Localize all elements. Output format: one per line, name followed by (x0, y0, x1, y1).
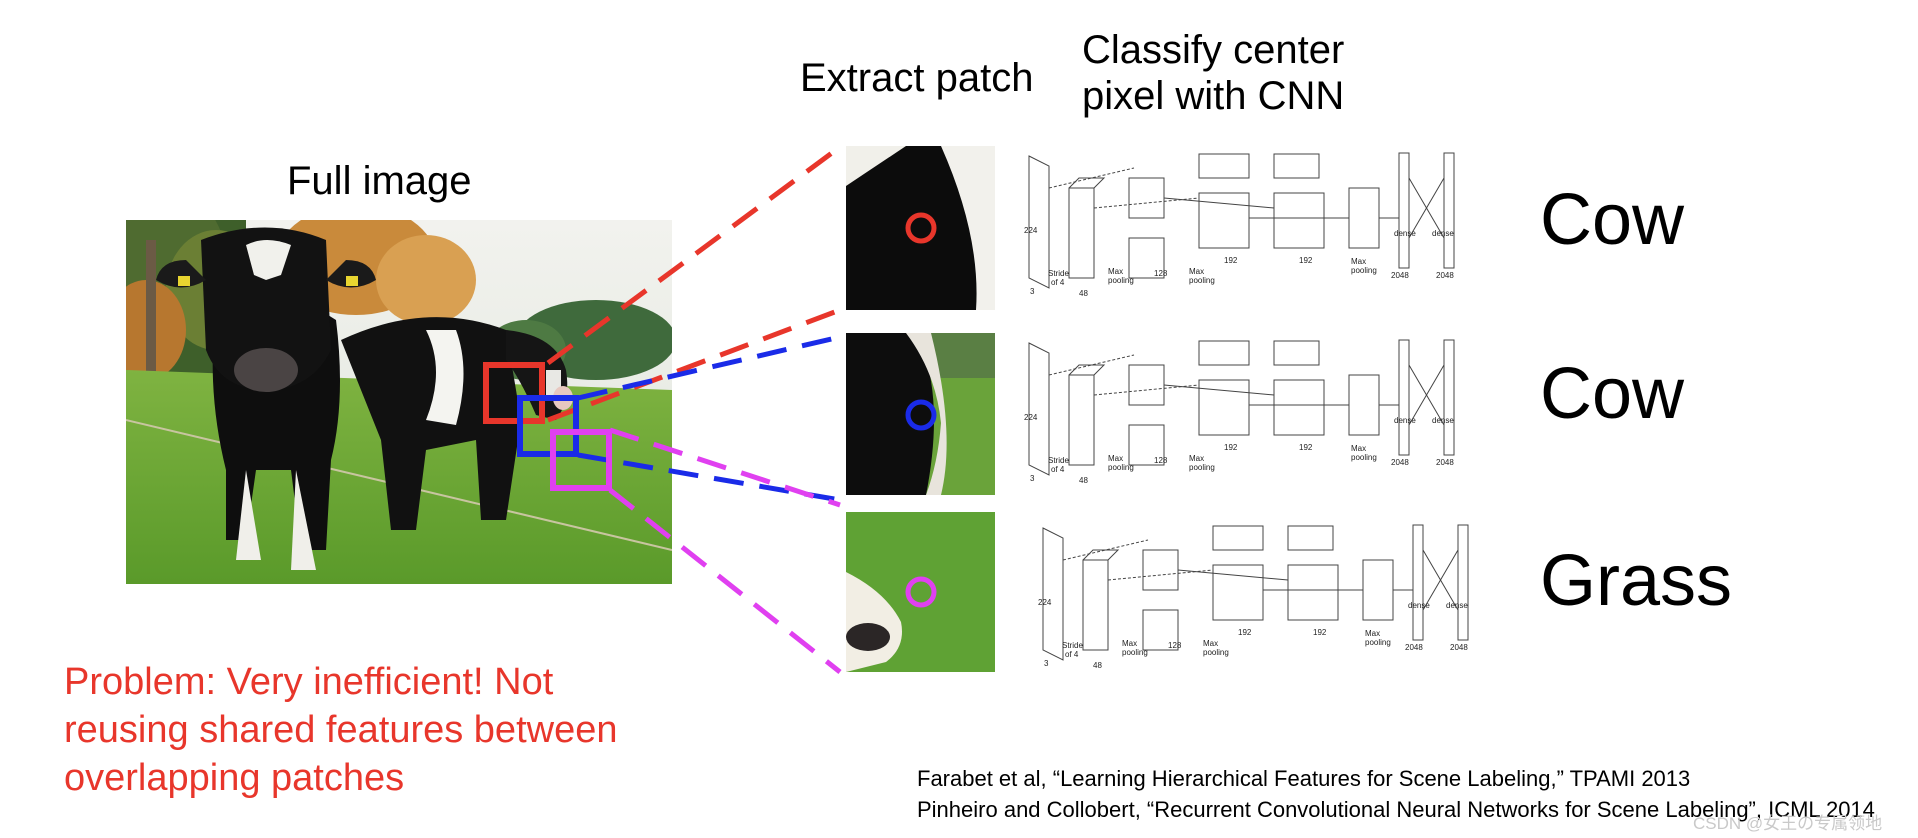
cnn-3-label-of4: of 4 (1065, 650, 1079, 659)
classify-label: Classify center pixel with CNN (1082, 27, 1344, 119)
cnn-diagram-2: 224 Stride of 4 3 48 Max pooling 128 Max… (1024, 339, 1455, 485)
cnn-1-label-2048b: 2048 (1436, 271, 1454, 280)
cnn-1-label-192b: 192 (1299, 256, 1313, 265)
magenta-projection-line-bottom (608, 488, 842, 674)
cnn-1-label-3: 3 (1030, 287, 1035, 296)
cnn-1-label-pooling3: pooling (1351, 266, 1377, 275)
cnn-2-label-max1: Max (1108, 454, 1123, 463)
prediction-3: Grass (1540, 541, 1733, 621)
full-image-label: Full image (287, 159, 472, 203)
citations: Farabet et al, “Learning Hierarchical Fe… (917, 763, 1875, 825)
patch-2-image (846, 333, 995, 495)
extract-patch-label: Extract patch (800, 56, 1034, 100)
cnn-3-label-2048b: 2048 (1450, 643, 1468, 652)
problem-line-3: overlapping patches (64, 757, 405, 799)
cnn-3-label-dense1: dense (1408, 601, 1430, 610)
cnn-1-label-dense2: dense (1432, 229, 1454, 238)
citation-1: Farabet et al, “Learning Hierarchical Fe… (917, 766, 1691, 791)
blue-patch-box (517, 395, 579, 457)
cnn-3-label-3: 3 (1044, 659, 1049, 668)
cnn-1-label-pooling2: pooling (1189, 276, 1215, 285)
cnn-3-label-48: 48 (1093, 661, 1102, 670)
cnn-1-label-128: 128 (1154, 269, 1168, 278)
cnn-2-label-2048a: 2048 (1391, 458, 1409, 467)
red-patch-box (483, 362, 545, 424)
patch-3-image (846, 512, 995, 672)
problem-statement: Problem: Very inefficient! Not reusing s… (64, 658, 617, 802)
cnn-3-label-2048a: 2048 (1405, 643, 1423, 652)
patch-1-drawing (846, 146, 995, 310)
citation-2: Pinheiro and Collobert, “Recurrent Convo… (917, 797, 1875, 822)
cnn-1-label-max3: Max (1351, 257, 1366, 266)
patch-1-image (846, 146, 995, 310)
cnn-diagram-1: 224 Stride of 4 3 48 Max pooling 128 Max… (1024, 152, 1455, 298)
cnn-3-label-max3: Max (1365, 629, 1380, 638)
cnn-3-label-pooling3: pooling (1365, 638, 1391, 647)
cnn-diagram-3: 224 Stride of 4 3 48 Max pooling 128 Max… (1038, 524, 1469, 670)
cnn-3-label-192b: 192 (1313, 628, 1327, 637)
magenta-projection-line-top (609, 427, 841, 508)
cnn-2-label-pooling2: pooling (1189, 463, 1215, 472)
cnn-1-label-max1: Max (1108, 267, 1123, 276)
cow-photo-drawing (126, 220, 672, 584)
prediction-2: Cow (1540, 354, 1685, 434)
cnn-3-label-224: 224 (1038, 598, 1052, 607)
problem-line-1: Problem: Very inefficient! Not (64, 661, 554, 703)
patch-2-drawing (846, 333, 995, 495)
cnn-2-label-max3: Max (1351, 444, 1366, 453)
cnn-1-label-2048a: 2048 (1391, 271, 1409, 280)
cnn-2-label-stride: Stride (1048, 456, 1069, 465)
cnn-2-label-max2: Max (1189, 454, 1204, 463)
cnn-3-label-dense2: dense (1446, 601, 1468, 610)
cnn-3-label-stride: Stride (1062, 641, 1083, 650)
watermark: CSDN @女王の专属领地 (1693, 814, 1883, 833)
cnn-2-label-dense2: dense (1432, 416, 1454, 425)
classify-label-line2: pixel with CNN (1082, 74, 1345, 118)
cnn-3-label-pooling2: pooling (1203, 648, 1229, 657)
cnn-2-label-2048b: 2048 (1436, 458, 1454, 467)
cnn-2-label-3: 3 (1030, 474, 1035, 483)
cnn-2-label-128: 128 (1154, 456, 1168, 465)
cnn-3-label-max1: Max (1122, 639, 1137, 648)
cnn-3-label-pooling1: pooling (1122, 648, 1148, 657)
cnn-2-label-192a: 192 (1224, 443, 1238, 452)
cnn-1-label-max2: Max (1189, 267, 1204, 276)
patch-3-drawing (846, 512, 995, 672)
cnn-2-label-dense1: dense (1394, 416, 1416, 425)
classify-label-line1: Classify center (1082, 28, 1345, 72)
magenta-patch-box (550, 429, 612, 491)
blue-projection-line-top (577, 334, 841, 401)
cnn-1-label-stride: Stride (1048, 269, 1069, 278)
cnn-3-label-128: 128 (1168, 641, 1182, 650)
cnn-1-label-224: 224 (1024, 226, 1038, 235)
cnn-3-label-max2: Max (1203, 639, 1218, 648)
prediction-1: Cow (1540, 180, 1685, 260)
cnn-2-label-192b: 192 (1299, 443, 1313, 452)
cnn-2-label-pooling1: pooling (1108, 463, 1134, 472)
cnn-2-label-of4: of 4 (1051, 465, 1065, 474)
problem-line-2: reusing shared features between (64, 709, 618, 751)
full-cow-image (126, 220, 672, 584)
red-projection-line-top (546, 144, 842, 366)
cnn-2-label-pooling3: pooling (1351, 453, 1377, 462)
cnn-1-label-pooling1: pooling (1108, 276, 1134, 285)
cnn-1-label-of4: of 4 (1051, 278, 1065, 287)
cnn-1-label-192a: 192 (1224, 256, 1238, 265)
cnn-1-label-dense1: dense (1394, 229, 1416, 238)
cnn-3-label-192a: 192 (1238, 628, 1252, 637)
cnn-2-label-48: 48 (1079, 476, 1088, 485)
cnn-1-label-48: 48 (1079, 289, 1088, 298)
cnn-2-label-224: 224 (1024, 413, 1038, 422)
red-projection-line-bottom (547, 307, 841, 423)
